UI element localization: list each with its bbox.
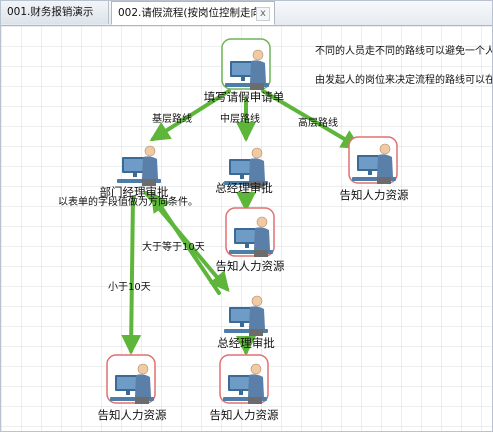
condition-note: 以表单的字段值做为方向条件。 [58, 195, 198, 208]
tab-leave-process-label: 002.请假流程(按岗位控制走向) [118, 7, 266, 19]
hr-high-label: 告知人力资源 [340, 188, 409, 202]
hr-mid-label: 告知人力资源 [216, 259, 285, 273]
edge-gm2-to-dept [150, 191, 221, 295]
note-line-2: 由发起人的岗位来决定流程的路线可以在线 [315, 73, 492, 86]
gte-10-days-label: 大于等于10天 [142, 240, 205, 253]
hr-bottom-right-label: 告知人力资源 [210, 408, 279, 422]
diagram-canvas: 填写请假申请单 部门经理审批 总经理审批 告知人力资源 告知人力资源 总经理审批… [1, 26, 492, 431]
tab-leave-process[interactable]: 002.请假流程(按岗位控制走向) x [111, 1, 275, 25]
edge-start-to-hr-high [261, 89, 362, 150]
lt-10-days-label: 小于10天 [108, 281, 151, 293]
start-node-label: 填写请假申请单 [204, 90, 285, 104]
tab-expense-demo[interactable]: 001.财务报销演示 [1, 1, 109, 24]
gm-approve-2-label: 总经理审批 [217, 336, 275, 350]
close-icon[interactable]: x [256, 7, 270, 21]
diagram-svg: 填写请假申请单 部门经理审批 总经理审批 告知人力资源 告知人力资源 总经理审批… [58, 38, 492, 422]
high-route-label: 高层路线 [298, 116, 338, 129]
hr-bottom-left-label: 告知人力资源 [98, 408, 167, 422]
edge-dept-to-hr-bottom-left [121, 195, 142, 355]
gm-approve-1-label: 总经理审批 [215, 181, 273, 195]
edge-start-to-dept [149, 89, 231, 142]
note-line-1: 不同的人员走不同的路线可以避免一个人处 [315, 44, 492, 57]
edges [121, 89, 362, 356]
middle-route-label: 中层路线 [220, 112, 260, 125]
dept-manager-person-icon [116, 145, 162, 187]
gm2-person-icon [223, 295, 269, 337]
basic-route-label: 基层路线 [152, 112, 192, 125]
tab-bar: 001.财务报销演示 002.请假流程(按岗位控制走向) x [1, 1, 492, 26]
dept-approve-label: 部门经理审批 [100, 185, 169, 199]
